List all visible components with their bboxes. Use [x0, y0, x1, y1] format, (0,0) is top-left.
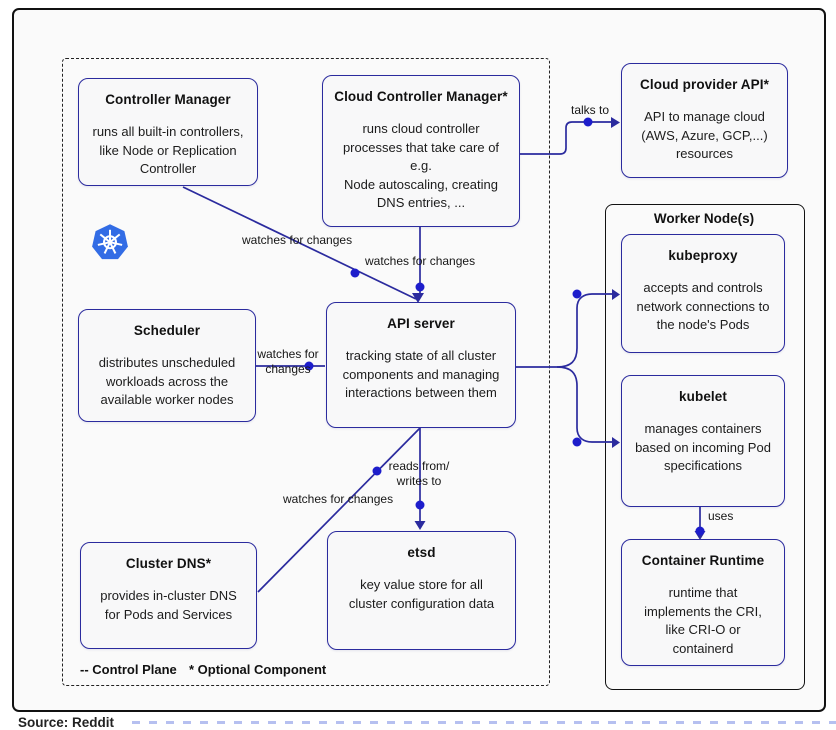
- edge-dot: [572, 289, 582, 299]
- source-note: Source: Reddit: [18, 715, 115, 730]
- node-body: distributes unscheduled workloads across…: [98, 355, 236, 407]
- node-scheduler: Scheduler distributes unscheduled worklo…: [78, 309, 256, 422]
- arrowhead-into-etsd: [414, 521, 426, 530]
- node-body: API to manage cloud (AWS, Azure, GCP,...…: [641, 109, 768, 161]
- node-title: etsd: [407, 545, 436, 560]
- edge-label-reads-writes: reads from/ writes to: [388, 459, 450, 488]
- node-title: Cluster DNS*: [125, 556, 212, 571]
- edge-api-server-to-kubeproxy: [556, 293, 618, 368]
- edge-label-talks-to: talks to: [571, 103, 610, 117]
- node-cloud-controller-manager: Cloud Controller Manager* runs cloud con…: [322, 75, 520, 227]
- node-title: Container Runtime: [641, 553, 765, 568]
- node-body: provides in-cluster DNS for Pods and Ser…: [100, 588, 237, 622]
- node-title: Scheduler: [133, 323, 201, 338]
- node-cluster-dns: Cluster DNS* provides in-cluster DNS for…: [80, 542, 257, 649]
- edge-dot: [695, 526, 705, 536]
- node-controller-manager: Controller Manager runs all built-in con…: [78, 78, 258, 186]
- arrowhead-into-api-server: [412, 293, 424, 303]
- node-title: API server: [387, 316, 455, 331]
- node-body: accepts and controls network connections…: [636, 280, 770, 332]
- node-kubeproxy: kubeproxy accepts and controls network c…: [621, 234, 785, 353]
- node-body: runs cloud controller processes that tak…: [342, 121, 500, 210]
- edge-label-watches-for-changes: watches for changes: [257, 347, 319, 376]
- node-container-runtime: Container Runtime runtime that implement…: [621, 539, 785, 666]
- edge-api-server-to-kubelet: [556, 366, 618, 443]
- node-cloud-provider-api: Cloud provider API* API to manage cloud …: [621, 63, 788, 178]
- node-api-server: API server tracking state of all cluster…: [326, 302, 516, 428]
- edge-dot: [372, 466, 382, 476]
- kubernetes-logo-icon: [92, 224, 128, 260]
- edge-dot: [572, 437, 582, 447]
- edge-dot: [415, 282, 425, 292]
- arrowhead-into-cloud-provider-api: [611, 117, 620, 128]
- node-title: Controller Manager: [105, 92, 231, 107]
- edge-dot: [583, 117, 593, 127]
- node-kubelet: kubelet manages containers based on inco…: [621, 375, 785, 507]
- clipped-bottom-text-decoration: [132, 721, 836, 724]
- node-body: key value store for all cluster configur…: [348, 577, 495, 611]
- node-body: runs all built-in controllers, like Node…: [92, 124, 244, 176]
- edge-dot: [350, 268, 360, 278]
- node-title: kubelet: [679, 389, 727, 404]
- edge-dot: [304, 361, 314, 371]
- worker-node-title: Worker Node(s): [653, 211, 755, 226]
- edge-controller-manager-to-api-server: [182, 186, 417, 300]
- node-etsd: etsd key value store for all cluster con…: [327, 531, 516, 650]
- legend-optional-component: * Optional Component: [189, 662, 327, 677]
- edge-label-watches-for-changes: watches for changes: [283, 492, 394, 506]
- node-body: runtime that implements the CRI, like CR…: [644, 585, 762, 656]
- edge-label-watches-for-changes: watches for changes: [242, 233, 353, 247]
- edge-ccm-to-cloud-provider-api: [520, 121, 616, 155]
- node-body: tracking state of all cluster components…: [342, 348, 500, 400]
- node-title: Cloud provider API*: [640, 77, 769, 92]
- edge-api-server-to-cluster-dns: [257, 427, 421, 593]
- node-title: kubeproxy: [668, 248, 738, 263]
- control-plane-boundary: [62, 58, 550, 686]
- arrowhead-into-kubelet: [612, 437, 620, 448]
- node-body: manages containers based on incoming Pod…: [635, 421, 771, 473]
- edge-dot: [415, 500, 425, 510]
- edge-label-uses: uses: [708, 509, 734, 523]
- node-title: Cloud Controller Manager*: [334, 89, 508, 104]
- arrowhead-into-kubeproxy: [612, 289, 620, 300]
- edge-label-watches-for-changes: watches for changes: [365, 254, 476, 268]
- legend-control-plane: -- Control Plane: [80, 662, 177, 677]
